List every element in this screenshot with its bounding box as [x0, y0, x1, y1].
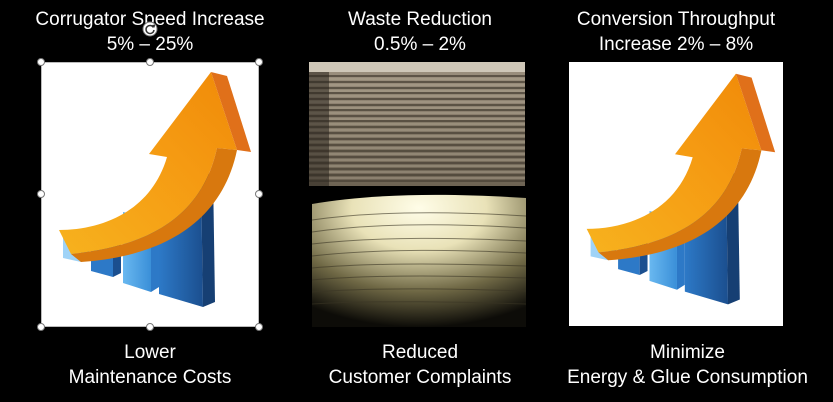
left-top-caption: Corrugator Speed Increase 5% – 25% [15, 7, 285, 57]
center-bottom-line2: Customer Complaints [328, 367, 512, 388]
paper-stack-photo[interactable] [312, 192, 526, 327]
right-bottom-line2: Energy & Glue Consumption [567, 367, 808, 388]
resize-handle-left[interactable] [37, 190, 45, 198]
resize-handle-top[interactable] [146, 58, 154, 66]
resize-handle-bottom-left[interactable] [37, 323, 45, 331]
resize-handle-top-right[interactable] [255, 58, 263, 66]
resize-handle-bottom-right[interactable] [255, 323, 263, 331]
left-bottom-caption: Lower Maintenance Costs [15, 340, 285, 390]
left-growth-chart-image[interactable] [41, 62, 259, 327]
right-top-line2: Increase 2% – 8% [598, 34, 754, 55]
right-growth-chart-image[interactable] [569, 62, 783, 326]
center-top-line2: 0.5% – 2% [374, 34, 466, 55]
rotate-handle-icon[interactable] [142, 21, 158, 37]
right-bottom-line1: Minimize [650, 342, 725, 363]
left-bottom-line2: Maintenance Costs [68, 367, 232, 388]
resize-handle-bottom[interactable] [146, 323, 154, 331]
stacked-board-photo[interactable] [309, 62, 525, 186]
right-bottom-caption: Minimize Energy & Glue Consumption [550, 340, 825, 390]
center-top-line1: Waste Reduction [348, 9, 492, 30]
left-top-line2: 5% – 25% [106, 34, 194, 55]
resize-handle-top-left[interactable] [37, 58, 45, 66]
center-bottom-caption: Reduced Customer Complaints [290, 340, 550, 390]
growth-arrow-chart-icon [59, 72, 251, 307]
right-top-line1: Conversion Throughput [576, 9, 776, 30]
right-top-caption: Conversion Throughput Increase 2% – 8% [556, 7, 796, 57]
growth-arrow-chart-icon [586, 73, 776, 305]
center-top-caption: Waste Reduction 0.5% – 2% [290, 7, 550, 57]
left-bottom-line1: Lower [124, 342, 176, 363]
left-top-line1: Corrugator Speed Increase [35, 9, 265, 30]
resize-handle-right[interactable] [255, 190, 263, 198]
center-bottom-line1: Reduced [381, 342, 459, 363]
